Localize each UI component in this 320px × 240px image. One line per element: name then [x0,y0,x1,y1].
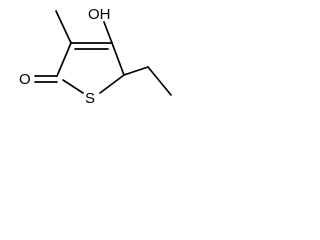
hydroxyl-label: OH [88,6,111,23]
bond-c3-methyl [55,10,72,44]
bond-c2-c3 [56,42,72,77]
bond-c5-ch2 [123,66,149,76]
bond-c4-c5 [111,42,125,76]
sulfur-label: S [85,90,95,107]
bond-c4-oh [103,21,113,44]
bond-ch2-ch3 [147,66,172,96]
substituent-bonds [34,10,172,96]
thiolactone-ring [56,42,125,94]
bond-c5-s [99,74,125,94]
chemical-structure-diagram: OH O S [19,6,172,107]
bond-s-c2 [62,79,84,94]
carbonyl-oxygen-label: O [19,71,31,88]
